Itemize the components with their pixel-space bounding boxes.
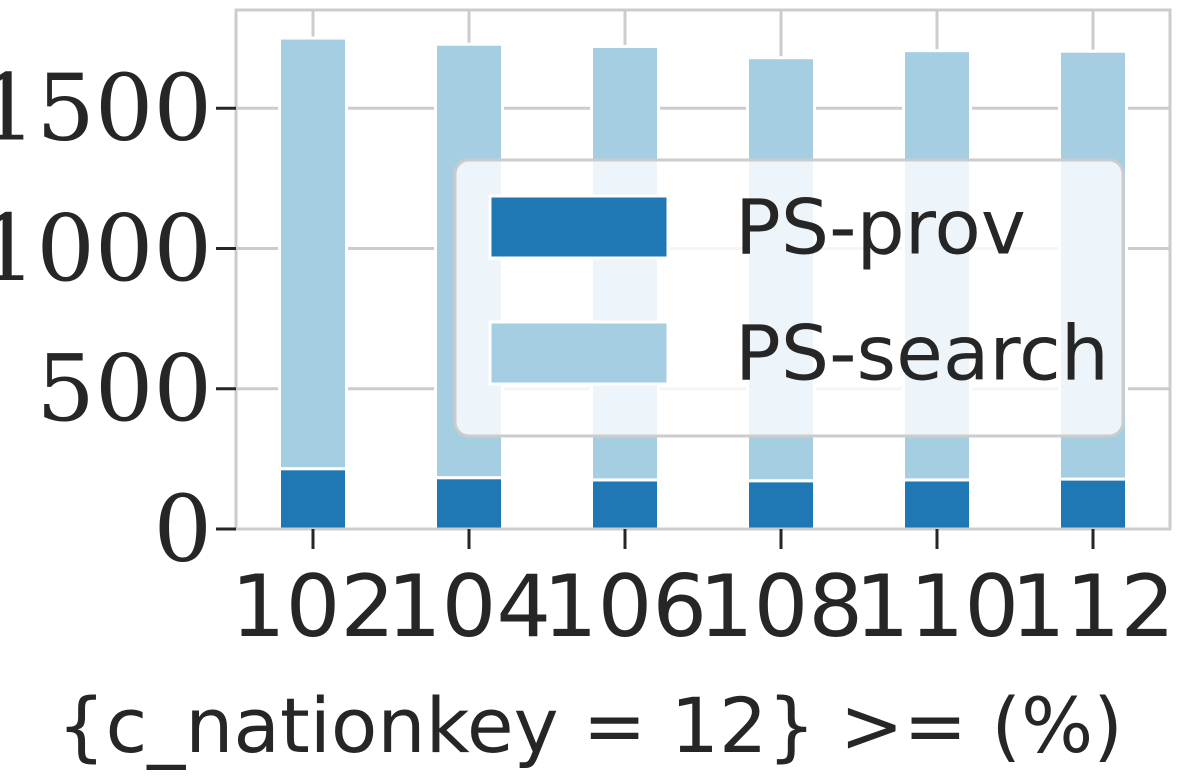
- x-axis-label: {c_nationkey = 12} >= (%): [57, 681, 1123, 770]
- y-tick-label: 1500: [0, 55, 212, 162]
- x-tick-label: 112: [1011, 557, 1175, 657]
- bar-segment-ps-prov-102: [278, 467, 348, 531]
- x-tick-label: 108: [699, 557, 863, 657]
- y-axis-ticks: 0 500 1000 1500: [0, 55, 236, 583]
- x-tick-label: 110: [855, 557, 1019, 657]
- x-tick-label: 104: [387, 557, 551, 657]
- x-tick-label: 102: [231, 557, 395, 657]
- bar-segment-ps-prov-108: [746, 479, 816, 531]
- bar-segment-ps-prov-110: [902, 478, 972, 531]
- x-tick-label: 106: [543, 557, 707, 657]
- bar-segment-ps-prov-112: [1058, 477, 1128, 531]
- legend-label: PS-prov: [735, 183, 1026, 272]
- y-tick-label: 0: [153, 476, 212, 583]
- legend-swatch: [488, 194, 670, 260]
- bar-segment-ps-prov-106: [590, 478, 660, 531]
- legend-label: PS-search: [735, 309, 1109, 398]
- legend-swatch: [488, 320, 670, 386]
- bar-segment-ps-prov-104: [434, 476, 504, 531]
- y-tick-label: 500: [36, 335, 212, 442]
- plot-frame: [234, 8, 1172, 531]
- bar-segment-ps-search-102: [278, 36, 348, 471]
- y-tick-label: 1000: [0, 195, 212, 302]
